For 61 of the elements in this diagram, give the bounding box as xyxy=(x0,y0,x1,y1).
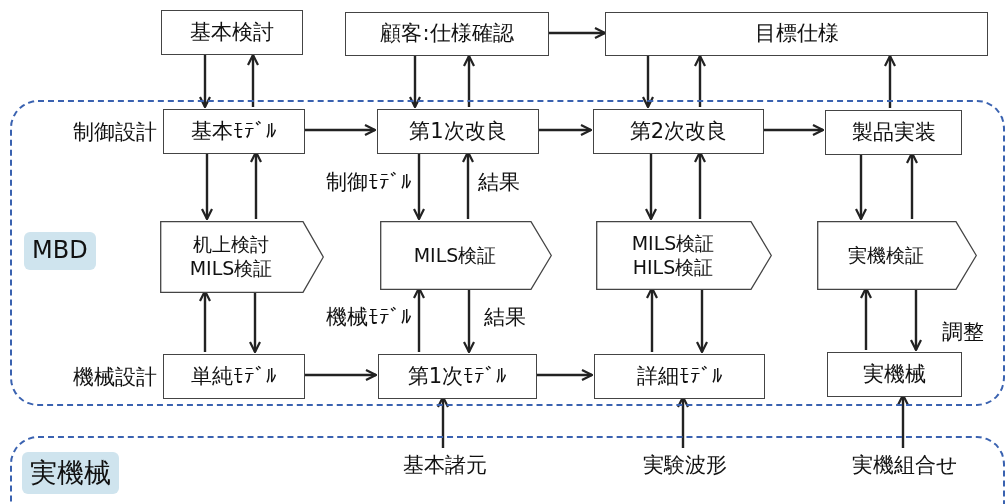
pentagon-box xyxy=(380,221,552,290)
input-label: 基本諸元 xyxy=(397,450,493,480)
box-label: 実機検証 xyxy=(848,243,924,268)
arrow xyxy=(537,123,593,137)
box-label: 机上検討 xyxy=(193,233,269,257)
box-label: 基本ﾓﾃﾞﾙ xyxy=(191,118,277,145)
arrow xyxy=(909,288,923,352)
arrow xyxy=(854,153,868,221)
group-label: MBD xyxy=(24,232,96,270)
arrow xyxy=(535,368,594,382)
process-box xyxy=(345,12,549,56)
arrow xyxy=(762,123,825,137)
process-box xyxy=(593,109,764,154)
box-label: 第1次改良 xyxy=(409,118,507,145)
box-label: 第1次ﾓﾃﾞﾙ xyxy=(407,363,508,390)
row-label: 機械設計 xyxy=(72,363,157,391)
arrow xyxy=(198,55,212,109)
arrow xyxy=(248,291,262,354)
box-label: MILS検証 xyxy=(631,231,715,256)
box-label: 実機械 xyxy=(863,361,926,388)
dashed-group-frame xyxy=(10,100,1005,406)
box-label: HILS検証 xyxy=(632,255,714,280)
arrow xyxy=(695,288,709,354)
arrow xyxy=(462,288,476,354)
process-box xyxy=(377,109,539,154)
arrow xyxy=(408,56,422,109)
box-label: 基本検討 xyxy=(190,19,274,46)
arrow xyxy=(883,54,897,108)
box-label: 詳細ﾓﾃﾞﾙ xyxy=(636,363,723,390)
arrow xyxy=(693,54,707,107)
arrow xyxy=(303,123,377,137)
pentagon-box xyxy=(160,221,324,293)
box-label: 単純ﾓﾃﾞﾙ xyxy=(191,363,277,390)
arrow xyxy=(200,152,214,221)
process-box xyxy=(163,354,305,399)
pentagon-box xyxy=(596,221,772,290)
box-label: 目標仕様 xyxy=(754,21,839,47)
box-label: 第2次改良 xyxy=(629,118,728,145)
process-box xyxy=(378,354,537,399)
box-label: 顧客:仕様確認 xyxy=(380,21,514,47)
input-label: 実験波形 xyxy=(637,450,733,480)
process-box xyxy=(605,12,988,56)
arrow xyxy=(641,56,655,109)
arrow xyxy=(462,54,476,107)
arrow xyxy=(246,53,260,107)
row-label: 制御設計 xyxy=(72,118,157,146)
arrow xyxy=(303,368,378,382)
box-label: MILS検証 xyxy=(413,243,497,268)
input-label: 実機組合せ xyxy=(845,450,965,480)
arrow xyxy=(549,26,607,40)
process-box xyxy=(163,109,305,154)
arrow xyxy=(644,152,658,221)
arrow xyxy=(412,152,426,221)
box-label: MILS検証 xyxy=(189,257,273,281)
process-box xyxy=(161,10,303,55)
pentagon-box xyxy=(817,221,977,290)
process-box xyxy=(825,110,962,155)
box-label: 製品実装 xyxy=(851,119,936,146)
process-box xyxy=(594,354,765,399)
process-box xyxy=(827,352,962,397)
group-label: 実機械 xyxy=(22,452,119,494)
